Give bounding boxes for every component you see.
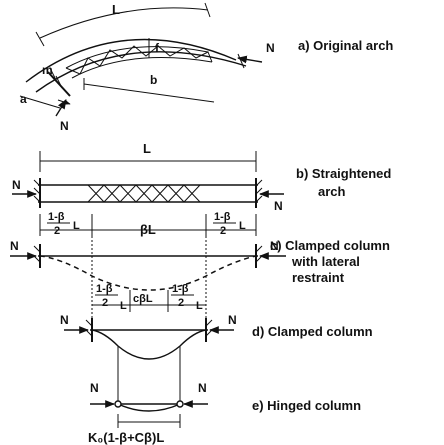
- clamped-right-fraction-numerator: 1-β: [172, 283, 189, 295]
- middle-segment-label: βL: [140, 222, 156, 237]
- clamped-thrust-left-label: N: [60, 313, 69, 327]
- arch-offset-label: a: [20, 92, 27, 106]
- panel-clamped-restrained: 1-β 2 L βL 1-β 2 L N N: [10, 211, 286, 340]
- clamped-left-fraction-length: L: [120, 300, 127, 312]
- hinged-thrust-right-label: N: [198, 381, 207, 395]
- effective-length-label: K₀(1-β+Cβ)L: [88, 430, 164, 445]
- arch-width-label: b: [150, 73, 157, 87]
- clamped-right-fraction-denominator: 2: [178, 297, 184, 309]
- clamped-left-fraction-denominator: 2: [102, 297, 108, 309]
- panel-straightened-arch: L N N: [12, 141, 284, 213]
- hinged-buckled-shape: [117, 403, 181, 412]
- straight-lacing: [87, 184, 201, 203]
- panel-hinged-column: N N K₀(1-β+Cβ)L: [88, 381, 208, 445]
- left-end-fraction-numerator: 1-β: [48, 211, 65, 223]
- straight-thrust-left-label: N: [12, 178, 21, 192]
- right-end-fraction-length: L: [239, 220, 246, 232]
- arch-span-label: L: [112, 2, 120, 17]
- caption-c-line2: with lateral: [291, 254, 360, 269]
- right-end-fraction-numerator: 1-β: [214, 211, 231, 223]
- arch-upper-chord: [25, 38, 237, 83]
- arch-lacing: [65, 45, 213, 75]
- restrained-thrust-right-label: N: [270, 239, 279, 253]
- straight-thrust-right-label: N: [274, 199, 283, 213]
- caption-b-line2: arch: [318, 184, 346, 199]
- arch-width-dimension: [83, 83, 215, 103]
- left-end-fraction-denominator: 2: [54, 225, 60, 237]
- left-hinge-icon: [114, 400, 122, 408]
- caption-a: a) Original arch: [298, 38, 393, 53]
- arch-small-label-m: m: [42, 63, 53, 77]
- caption-b-line1: b) Straightened: [296, 166, 391, 181]
- thrust-right-label: N: [266, 41, 275, 55]
- panel-original-arch: L f b m a N N: [19, 2, 275, 133]
- caption-c-line1: c) Clamped column: [270, 238, 390, 253]
- thrust-left-label: N: [60, 119, 69, 133]
- clamped-buckled-shape: [91, 329, 207, 360]
- right-hinge-icon: [176, 400, 184, 408]
- clamped-middle-label: cβL: [133, 293, 153, 305]
- clamped-thrust-right-label: N: [228, 313, 237, 327]
- caption-c-line3: restraint: [292, 270, 345, 285]
- straight-span-label: L: [143, 141, 151, 156]
- clamped-right-fraction-length: L: [196, 300, 203, 312]
- left-end-fraction-length: L: [73, 220, 80, 232]
- arch-rise-label: f: [155, 41, 160, 55]
- span-dimension-line: [39, 7, 209, 39]
- clamped-left-fraction-numerator: 1-β: [96, 283, 113, 295]
- panel-clamped-column: 1-β 2 L cβL 1-β 2 L N N: [60, 283, 237, 404]
- restrained-thrust-left-label: N: [10, 239, 19, 253]
- caption-d: d) Clamped column: [252, 324, 373, 339]
- restrained-buckled-shape: [39, 255, 257, 291]
- right-end-fraction-denominator: 2: [220, 225, 226, 237]
- hinged-thrust-left-label: N: [90, 381, 99, 395]
- arch-lower-chord: [35, 51, 247, 93]
- caption-e: e) Hinged column: [252, 398, 361, 413]
